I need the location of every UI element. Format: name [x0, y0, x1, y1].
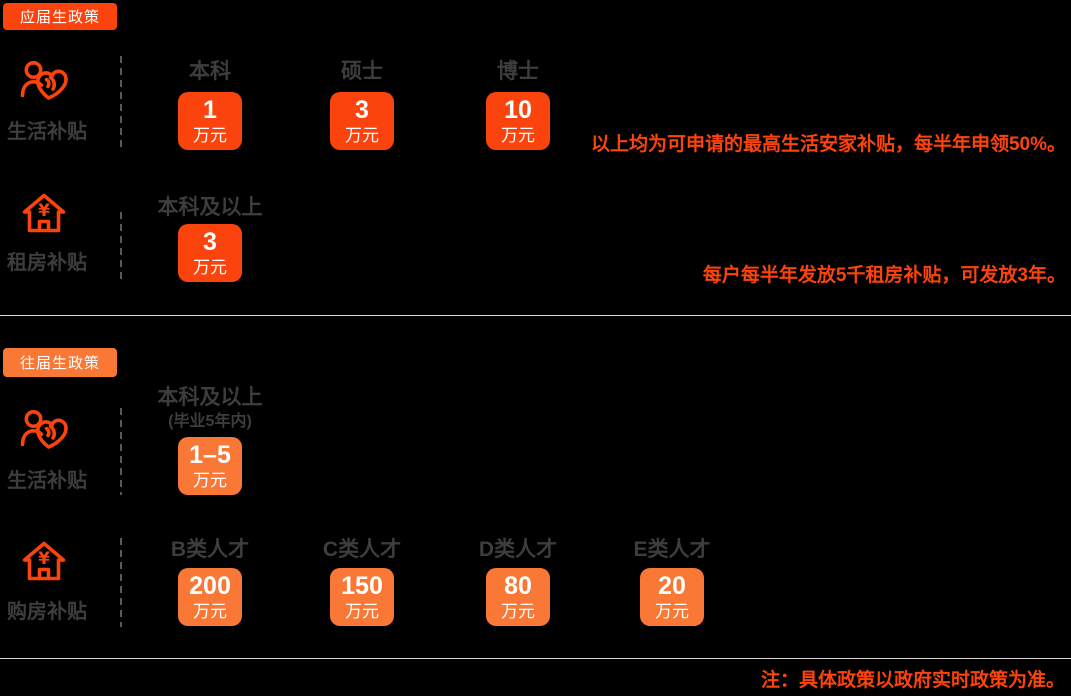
value-unit: 万元 [193, 258, 227, 277]
category-header: 本科 [189, 60, 231, 83]
value-box: 1 万元 [178, 92, 242, 150]
row-label: 生活补贴 [7, 470, 87, 492]
footer-note: 注：具体政策以政府实时政策为准。 [760, 670, 1065, 691]
house: ¥ [20, 190, 68, 238]
fresh-graduate-policy-badge: 应届生政策 [3, 3, 117, 30]
dashed-separator [120, 538, 122, 627]
row-label: 生活补贴 [7, 121, 87, 143]
value-amount: 1 [203, 96, 217, 124]
category-header: D类人才 [478, 538, 558, 561]
row-note: 每户每半年发放5千租房补贴，可发放3年。 [702, 265, 1066, 286]
dashed-separator [120, 408, 122, 495]
category-header: 博士 [497, 60, 539, 83]
category-header: 本科及以上 [157, 196, 263, 219]
value-box: 1–5 万元 [178, 437, 242, 495]
value-amount: 3 [355, 96, 369, 124]
value-box: 200 万元 [178, 568, 242, 626]
value-amount: 10 [504, 96, 532, 124]
value-unit: 万元 [193, 126, 227, 145]
value-box: 10 万元 [486, 92, 550, 150]
value-unit: 万元 [655, 602, 689, 621]
row-label: 购房补贴 [7, 601, 87, 623]
value-amount: 150 [341, 572, 383, 600]
value-box: 3 万元 [178, 224, 242, 282]
dashed-separator [120, 212, 122, 282]
svg-text:¥: ¥ [38, 549, 50, 569]
value-box: 3 万元 [330, 92, 394, 150]
category-header: 本科及以上 [157, 386, 263, 409]
value-box: 20 万元 [640, 568, 704, 626]
value-amount: 200 [189, 572, 231, 600]
care [20, 406, 68, 454]
value-amount: 3 [203, 228, 217, 256]
previous-graduate-policy-badge: 往届生政策 [3, 348, 117, 377]
section-divider [0, 315, 1071, 316]
svg-text:¥: ¥ [38, 201, 50, 221]
category-subheader: (毕业5年内) [168, 413, 252, 430]
value-unit: 万元 [501, 602, 535, 621]
value-amount: 80 [504, 572, 532, 600]
dashed-separator [120, 56, 122, 150]
value-amount: 20 [658, 572, 686, 600]
category-header: B类人才 [170, 538, 250, 561]
value-box: 80 万元 [486, 568, 550, 626]
value-unit: 万元 [345, 602, 379, 621]
category-header: C类人才 [322, 538, 402, 561]
category-header: E类人才 [633, 538, 711, 561]
value-unit: 万元 [193, 602, 227, 621]
house: ¥ [20, 538, 68, 586]
row-label: 租房补贴 [7, 252, 87, 274]
value-unit: 万元 [501, 126, 535, 145]
value-unit: 万元 [193, 471, 227, 490]
value-amount: 1–5 [189, 441, 231, 469]
category-header: 硕士 [341, 60, 383, 83]
value-box: 150 万元 [330, 568, 394, 626]
care [20, 57, 68, 105]
row-note: 以上均为可申请的最高生活安家补贴，每半年申领50%。 [590, 134, 1066, 155]
value-unit: 万元 [345, 126, 379, 145]
footer-divider [0, 658, 1071, 659]
